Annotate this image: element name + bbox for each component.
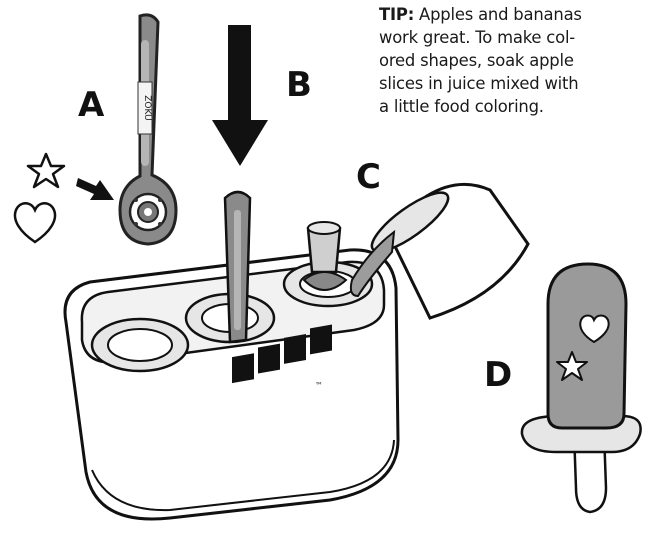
finished-pop <box>520 262 642 514</box>
pouring-cup <box>349 182 530 320</box>
tip-line-5: a little food coloring. <box>379 97 544 116</box>
brand-letter-2: O <box>265 392 280 416</box>
step-label-b: B <box>286 65 312 105</box>
trademark-symbol: ™ <box>315 381 323 390</box>
heart-shape-icon <box>13 202 57 244</box>
step-label-a: A <box>78 85 105 125</box>
stick-b <box>223 190 252 344</box>
brand-letter-4: U <box>317 383 331 406</box>
stick-brand-text: ZOKU <box>142 95 152 121</box>
tip-line-2: work great. To make col- <box>379 28 576 47</box>
arrow-a-icon <box>76 178 114 200</box>
tip-label: TIP: <box>379 5 415 24</box>
stick-a: ZOKU <box>118 13 178 246</box>
tip-line-1: TIP: Apples and bananas <box>379 3 656 26</box>
tip-text: TIP: Apples and bananas work great. To m… <box>379 3 656 118</box>
arrow-b-icon <box>212 25 268 166</box>
tip-line-4: slices in juice mixed with <box>379 74 579 93</box>
star-cutout-icon <box>556 351 588 381</box>
brand-letter-3: K <box>292 387 306 411</box>
step-label-d: D <box>484 355 513 395</box>
brand-letter-1: Z <box>240 397 253 420</box>
heart-cutout-icon <box>579 314 610 344</box>
core-tool <box>302 221 348 291</box>
tip-line-3: ored shapes, soak apple <box>379 51 574 70</box>
tip-line-1-text: Apples and bananas <box>414 5 582 24</box>
juice-stream <box>349 229 396 298</box>
step-label-c: C <box>356 157 381 197</box>
star-shape-icon <box>26 152 66 189</box>
brand-logo <box>232 324 332 384</box>
